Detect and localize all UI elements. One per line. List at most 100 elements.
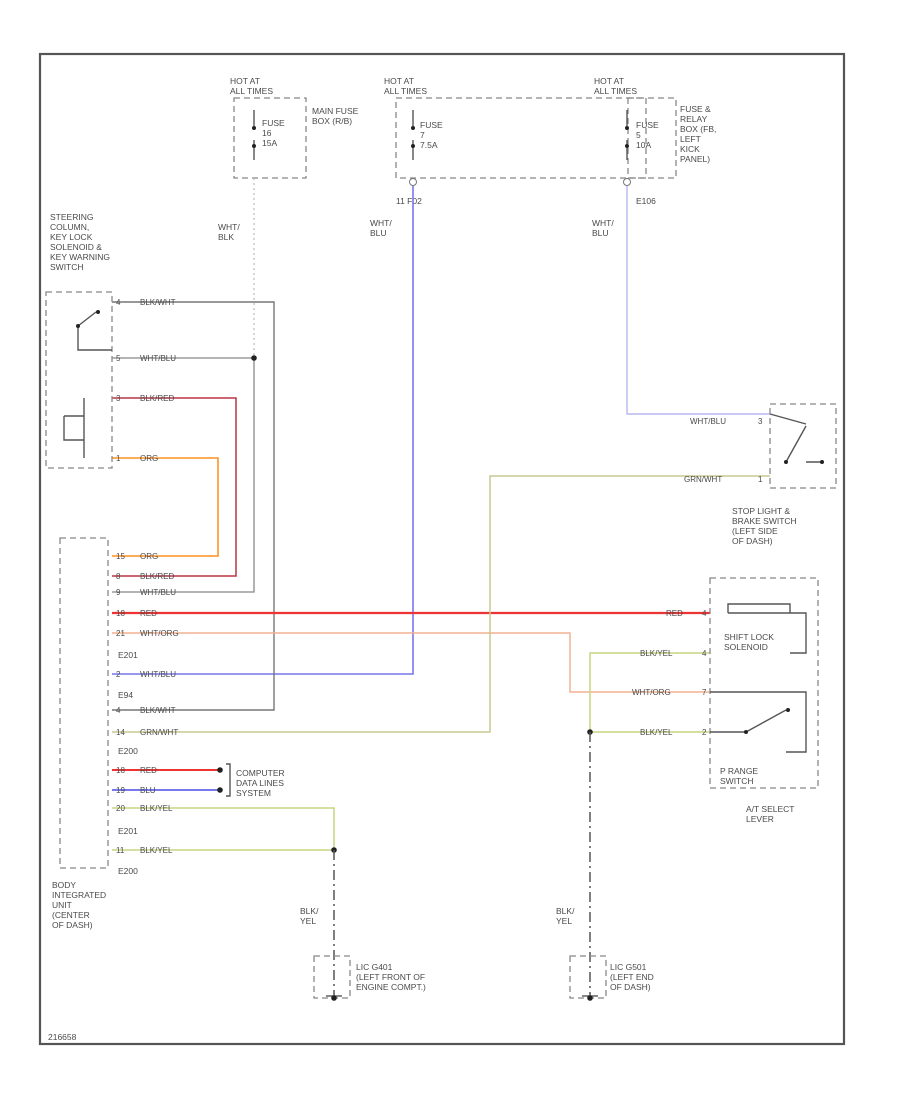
wire-whtorg [112, 632, 710, 693]
ground-g401-wire-label: BLK/YEL [300, 906, 319, 926]
svg-text:BLK/YEL: BLK/YEL [140, 846, 173, 855]
svg-text:4: 4 [116, 706, 121, 715]
svg-text:WHT/ORG: WHT/ORG [140, 629, 179, 638]
svg-text:RED: RED [140, 609, 157, 618]
wire-label-fuse-a: WHT/BLK [218, 222, 240, 242]
wire-blkwht [112, 301, 275, 711]
svg-text:WHT/ORG: WHT/ORG [632, 688, 671, 697]
wire-label-fuse-b: WHT/BLU [370, 218, 392, 238]
brake-switch-icon [769, 413, 822, 463]
svg-text:1: 1 [758, 475, 763, 484]
svg-text:WHT/BLU: WHT/BLU [140, 354, 176, 363]
svg-text:20: 20 [116, 804, 125, 813]
svg-text:4: 4 [116, 298, 121, 307]
wire-whtblu-steer [112, 357, 255, 593]
svg-text:5: 5 [116, 354, 121, 363]
svg-text:8: 8 [116, 572, 121, 581]
svg-text:E201: E201 [118, 650, 138, 660]
svg-text:21: 21 [116, 629, 125, 638]
figure-id: 216658 [48, 1032, 77, 1042]
wire-blkyel-at [589, 652, 710, 733]
svg-text:RED: RED [666, 609, 683, 618]
svg-text:7: 7 [702, 688, 707, 697]
svg-text:14: 14 [116, 728, 125, 737]
svg-text:15: 15 [116, 552, 125, 561]
svg-text:BLK/WHT: BLK/WHT [140, 706, 176, 715]
connector-e106-label: E106 [636, 196, 656, 206]
svg-text:18: 18 [116, 766, 125, 775]
svg-text:4: 4 [702, 649, 707, 658]
svg-text:E200: E200 [118, 746, 138, 756]
wire-blkyel-20 [112, 807, 335, 850]
connector-f02-label: 11 F02 [396, 196, 422, 206]
svg-text:2: 2 [116, 670, 121, 679]
svg-text:WHT/BLU: WHT/BLU [690, 417, 726, 426]
svg-text:11: 11 [116, 846, 125, 855]
svg-text:GRN/WHT: GRN/WHT [140, 728, 178, 737]
svg-text:GRN/WHT: GRN/WHT [684, 475, 722, 484]
svg-text:19: 19 [116, 786, 125, 795]
svg-text:E94: E94 [118, 690, 133, 700]
wire-label-fuse-c: WHT/BLU [592, 218, 614, 238]
svg-text:BLK/WHT: BLK/WHT [140, 298, 176, 307]
svg-text:BLU: BLU [140, 786, 156, 795]
svg-text:WHT/BLU: WHT/BLU [140, 670, 176, 679]
key-lock-solenoid-icon [63, 398, 85, 458]
wire-whtblu-e106 [626, 186, 770, 415]
svg-text:E200: E200 [118, 866, 138, 876]
key-warning-switch-icon [77, 311, 112, 351]
svg-text:BLK/YEL: BLK/YEL [640, 728, 673, 737]
svg-text:E201: E201 [118, 826, 138, 836]
stop-light-switch: WHT/BLU 3 GRN/WHT 1 STOP LIGHT &BRAKE SW… [684, 403, 837, 546]
steering-pins: 4 BLK/WHT 5 WHT/BLU 3 BLK/RED 1 ORG [116, 298, 176, 463]
svg-text:2: 2 [702, 728, 707, 737]
svg-text:9: 9 [116, 588, 121, 597]
svg-text:BLK/RED: BLK/RED [140, 394, 174, 403]
splice-whtblu [251, 355, 257, 361]
bcu-pins: 15 ORG 8 BLK/RED 9 WHT/BLU 18 RED 21 WHT… [116, 552, 179, 855]
svg-text:18: 18 [116, 609, 125, 618]
diagram-frame [38, 52, 846, 1046]
svg-text:BLK/YEL: BLK/YEL [640, 649, 673, 658]
svg-text:3: 3 [116, 394, 121, 403]
wire-org [112, 457, 219, 557]
wire-blkred [112, 397, 237, 577]
svg-text:BLK/RED: BLK/RED [140, 572, 174, 581]
svg-text:RED: RED [140, 766, 157, 775]
svg-text:ORG: ORG [140, 552, 158, 561]
svg-text:4: 4 [702, 609, 707, 618]
wire-whtblu-f02 [112, 186, 414, 675]
svg-text:ORG: ORG [140, 454, 158, 463]
svg-text:1: 1 [116, 454, 121, 463]
svg-text:WHT/BLU: WHT/BLU [140, 588, 176, 597]
wire-grnwht [112, 475, 770, 733]
svg-text:BLK/YEL: BLK/YEL [140, 804, 173, 813]
p-range-switch-icon [710, 691, 807, 753]
svg-text:3: 3 [758, 417, 763, 426]
